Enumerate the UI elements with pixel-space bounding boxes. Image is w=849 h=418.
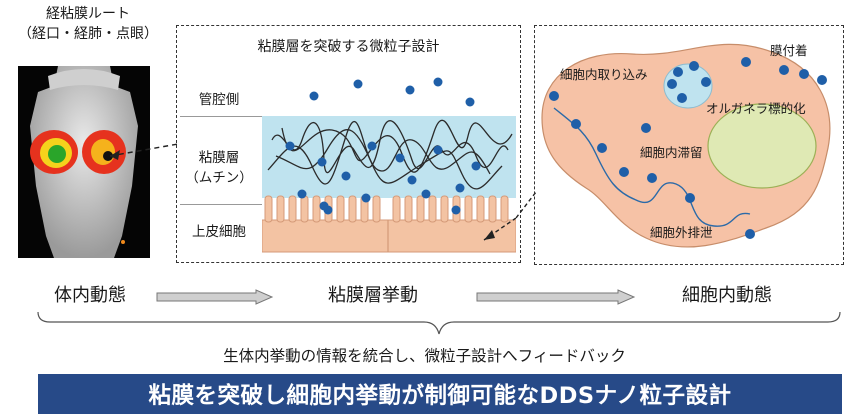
mouse-imaging-svg xyxy=(18,66,150,258)
layer-label-epithelium: 上皮細胞 xyxy=(192,224,246,240)
flow-arrow-1 xyxy=(156,289,274,305)
organelle-nucleus xyxy=(707,103,817,189)
mucus-band xyxy=(262,116,516,198)
cell-panel xyxy=(534,25,844,265)
particle-trajectory xyxy=(553,107,751,227)
mucus-illustration xyxy=(262,77,516,253)
flow-step-mucus: 粘膜層挙動 xyxy=(328,285,418,306)
title-banner-text: 粘膜を突破し細胞内挙動が制御可能なDDSナノ粒子設計 xyxy=(148,383,732,409)
route-title: 経粘膜ルート （経口・経肺・点眼） xyxy=(8,4,168,44)
cell-body xyxy=(541,43,831,248)
curly-brace xyxy=(37,311,841,335)
summary-text: 生体内挙動の情報を統合し、微粒子設計へフィードバック xyxy=(223,347,626,365)
microvilli xyxy=(264,195,509,223)
in-vivo-imaging-picture xyxy=(18,66,150,258)
layer-label-mucin: （ムチン） xyxy=(185,170,253,186)
nanoparticles xyxy=(285,77,481,215)
mucus-layer-panel xyxy=(176,25,521,263)
label-membrane-adhesion: 膜付着 xyxy=(770,43,808,58)
cell-particles xyxy=(549,57,827,239)
leader-line-right-ext xyxy=(516,191,537,219)
flow-step-in-vivo: 体内動態 xyxy=(54,285,126,306)
label-organelle-targeting: オルガネラ標的化 xyxy=(706,101,806,116)
leader-line-left xyxy=(109,143,179,160)
layer-separator-2 xyxy=(180,204,262,205)
label-retention: 細胞内滞留 xyxy=(640,145,703,160)
label-exocytosis: 細胞外排泄 xyxy=(650,225,713,240)
title-banner: 粘膜を突破し細胞内挙動が制御可能なDDSナノ粒子設計 xyxy=(38,374,842,414)
epithelium-band xyxy=(262,219,516,253)
cell-illustration xyxy=(541,43,831,248)
layer-label-mucus: 粘膜層 xyxy=(198,150,240,166)
layer-separator-1 xyxy=(180,116,262,117)
flow-arrow-2 xyxy=(476,289,636,305)
mucus-panel-title: 粘膜層を突破する微粒子設計 xyxy=(257,39,440,55)
route-title-line2: （経口・経肺・点眼） xyxy=(18,26,158,42)
flow-step-intracellular: 細胞内動態 xyxy=(682,285,772,306)
label-uptake: 細胞内取り込み xyxy=(560,67,648,82)
layer-label-lumen: 管腔側 xyxy=(198,92,240,108)
route-title-line1: 経粘膜ルート xyxy=(46,6,130,22)
